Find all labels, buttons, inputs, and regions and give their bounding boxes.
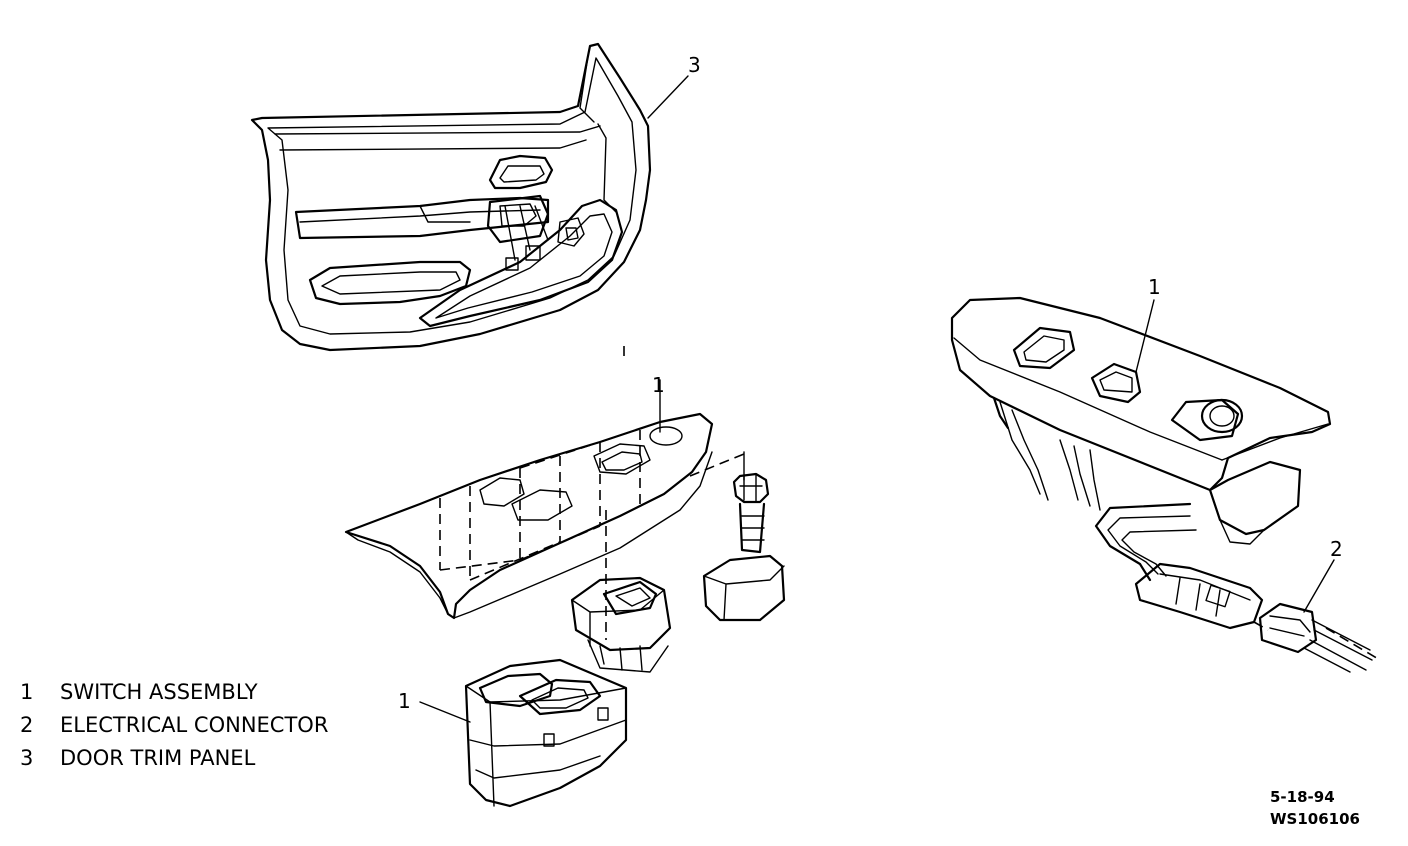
callout-1-center: 1 [652,373,665,397]
legend-row: 1 SWITCH ASSEMBLY [20,676,328,709]
legend: 1 SWITCH ASSEMBLY 2 ELECTRICAL CONNECTOR… [20,676,328,775]
switch-bezel-exploded [344,346,745,640]
door-trim-panel: 3 [250,42,701,352]
legend-label: SWITCH ASSEMBLY [60,680,258,704]
legend-number: 2 [20,713,34,737]
legend-row: 2 ELECTRICAL CONNECTOR [20,709,328,742]
drawing-date: 5-18-94 [1270,788,1335,806]
legend-number: 1 [20,680,34,704]
callout-1-large-switch: 1 [398,689,411,713]
legend-label: ELECTRICAL CONNECTOR [60,713,329,737]
drawing-code: WS106106 [1270,810,1360,828]
legend-row: 3 DOOR TRIM PANEL [20,742,328,775]
window-switch-small [570,576,672,673]
legend-label: DOOR TRIM PANEL [60,746,256,770]
switch-assembly-large [419,658,628,808]
drawing-stamp: 5-18-94 WS106106 [1270,786,1360,830]
callout-2-connector: 2 [1330,537,1343,561]
callout-3-door-panel: 3 [688,53,701,77]
legend-number: 3 [20,746,34,770]
switch-bezel-assembled [950,296,1381,673]
callout-1-right: 1 [1148,275,1161,299]
door-lock-switch [702,472,786,622]
